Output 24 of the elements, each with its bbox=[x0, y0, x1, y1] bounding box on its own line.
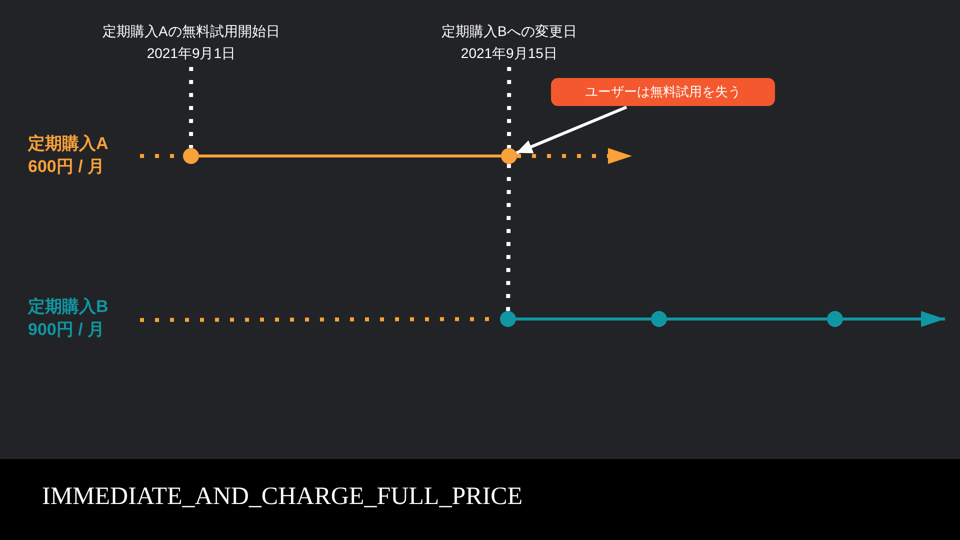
callout-box: ユーザーは無料試用を失う bbox=[551, 78, 775, 106]
dotted-line bbox=[507, 67, 512, 148]
event-label: 定期購入Bへの変更日 bbox=[442, 22, 577, 41]
event-label: 定期購入Aの無料試用開始日 bbox=[102, 22, 280, 41]
arrow bbox=[516, 106, 628, 154]
plan-label: 定期購入A bbox=[28, 133, 108, 155]
price-label: 600円 / 月 bbox=[28, 156, 105, 178]
plan-label: 定期購入B bbox=[28, 296, 108, 318]
arrow bbox=[843, 311, 945, 327]
date-label: 2021年9月1日 bbox=[146, 44, 237, 63]
caption-text: IMMEDIATE_AND_CHARGE_FULL_PRICE bbox=[42, 483, 523, 511]
timeline-line bbox=[667, 318, 827, 320]
timeline-dot bbox=[501, 148, 517, 164]
timeline-dot bbox=[500, 311, 516, 327]
timeline-dot bbox=[827, 311, 843, 327]
dotted-line bbox=[506, 164, 511, 312]
arrow bbox=[517, 148, 632, 164]
timeline-line bbox=[516, 318, 651, 320]
price-label: 900円 / 月 bbox=[28, 319, 105, 341]
dotted-line bbox=[189, 67, 194, 148]
timeline-dot bbox=[651, 311, 667, 327]
timeline-line bbox=[199, 154, 501, 158]
date-label: 2021年9月15日 bbox=[460, 44, 558, 63]
timeline-dot bbox=[183, 148, 199, 164]
